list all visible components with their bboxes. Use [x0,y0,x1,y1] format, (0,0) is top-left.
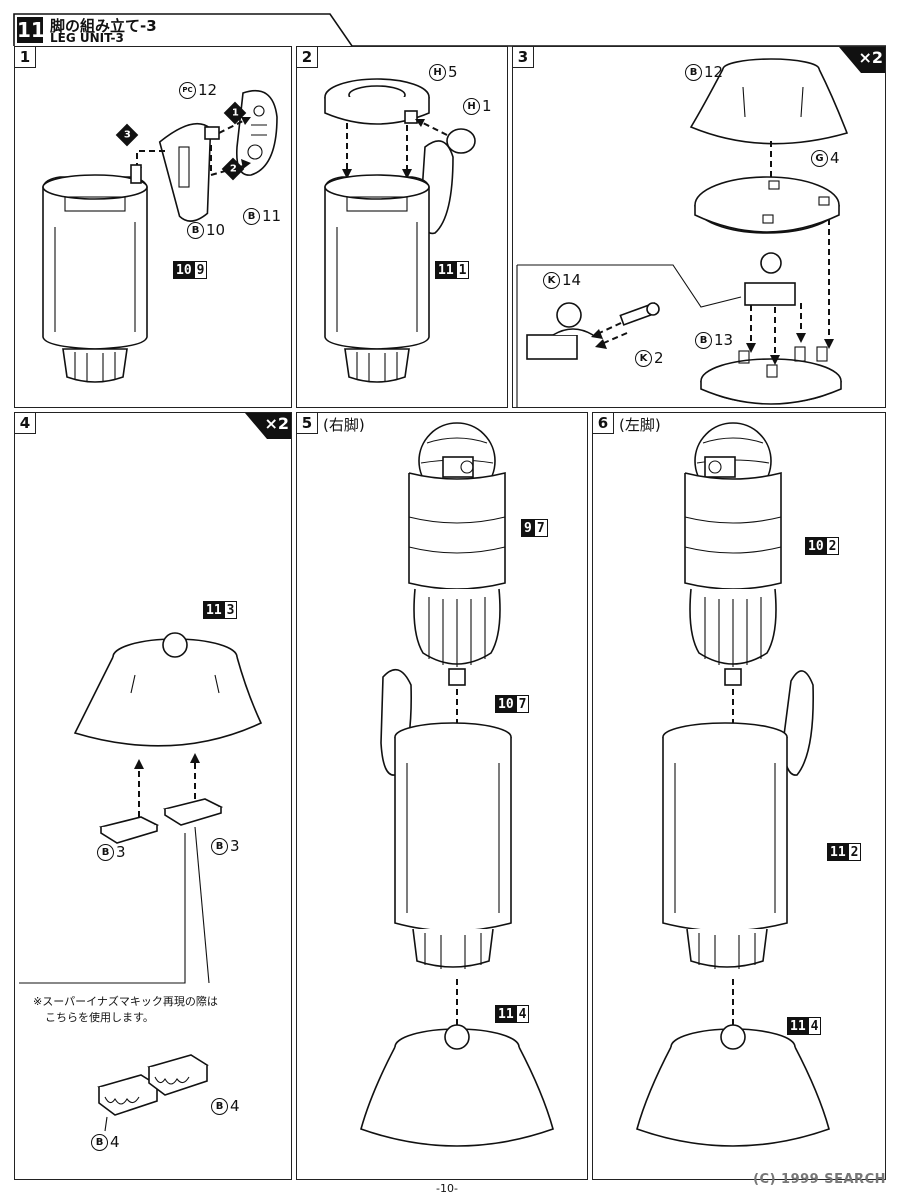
multiplier-label: ×2 [858,48,883,67]
step-3-number: 3 [513,47,534,68]
step-2-number: 2 [297,47,318,68]
step-6-illustration [636,422,830,1147]
watermark: (C) 1999 SEARCH [753,1172,886,1187]
step-5-side-label: (右脚) [323,416,365,434]
step-5-number: 5 [297,413,318,434]
step-1-number: 1 [15,47,36,68]
multiplier-badge [839,47,885,73]
step-3-illustration [516,58,849,407]
step-2-illustration [324,78,476,383]
page-title-jp: 脚の組み立て-3 [50,17,157,35]
step-4-number: 4 [15,413,36,434]
page-title-en: LEG UNIT-3 [50,31,124,45]
multiplier-label-4: ×2 [264,414,289,433]
note-line-2: こちらを使用します。 [45,1011,154,1024]
step-6-side-label: (左脚) [619,416,661,434]
multiplier-badge-4 [245,413,291,439]
step-5-illustration [360,422,554,1147]
note-line-1: ※スーパーイナズマキック再現の際は [33,995,218,1008]
step-3-panel: 3 ×2 [512,46,886,408]
step-4-illustration [19,632,263,1132]
page-number: -10- [436,1182,458,1195]
section-number: 11 [17,17,45,43]
step-6-number: 6 [593,413,614,434]
step-1-illustration [42,89,278,383]
